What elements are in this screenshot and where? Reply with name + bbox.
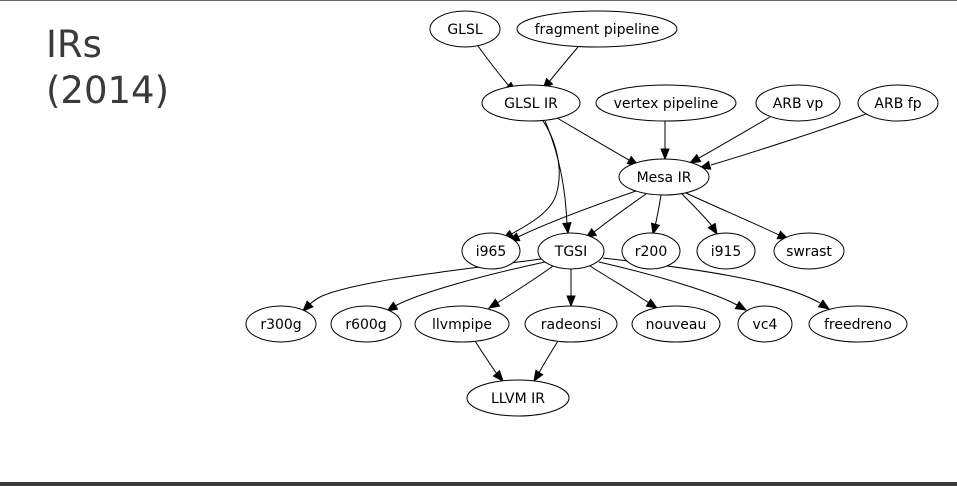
node-i965: i965 [461,232,521,270]
edge-line [496,265,554,304]
edge-line [589,265,650,304]
node-vertex-pipeline: vertex pipeline [595,84,737,122]
node-glsl-ir: GLSL IR [481,84,581,122]
node-nouveau-label: nouveau [646,317,707,333]
edge-line [538,340,559,374]
edge-tgsi-to-r600g [385,261,546,312]
node-vc4-label: vc4 [753,317,778,333]
edge-line [598,261,738,306]
node-r200: r200 [621,232,681,270]
arrowhead [302,300,314,312]
edge-line [685,192,780,236]
node-vc4: vc4 [737,305,793,343]
arrowhead [660,148,670,161]
arrowhead [650,222,661,236]
node-fragment-pipeline: fragment pipeline [516,10,678,48]
edge-mesa-ir-to-r200 [650,194,662,236]
node-llvm-ir-label: LLVM IR [491,391,545,407]
node-glsl: GLSL [429,10,501,48]
node-i915: i915 [696,232,756,270]
edge-line [654,194,662,227]
node-mesa-ir-label: Mesa IR [637,170,692,186]
top-rule [0,0,957,1]
node-r300g: r300g [245,305,317,343]
node-tgsi-label: TGSI [554,244,587,260]
edge-llvmpipe-to-llvm-ir [474,340,504,383]
arrowhead [707,222,718,236]
edge-tgsi-to-radeonsi [566,269,576,308]
node-freedreno: freedreno [808,305,908,343]
edge-glsl-ir-to-mesa-ir [556,117,640,166]
slide-title-line-2: (2014) [46,69,170,112]
edge-glsl-to-glsl-ir [477,45,518,93]
node-i915-label: i915 [711,244,742,260]
node-r300g-label: r300g [260,317,301,333]
bottom-rule [0,482,957,486]
edge-fragment-pipeline-to-glsl-ir [542,46,579,91]
node-arb-fp-label: ARB fp [874,96,921,112]
node-radeonsi-label: radeonsi [541,317,601,333]
edge-vertex-pipeline-to-mesa-ir [660,121,670,161]
edge-arb-vp-to-mesa-ir [688,116,771,164]
node-r600g-label: r600g [345,317,386,333]
node-swrast: swrast [773,232,845,270]
node-arb-vp-label: ARB vp [773,96,824,112]
arrowhead [817,299,831,310]
node-mesa-ir: Mesa IR [618,158,710,196]
edge-mesa-ir-to-i915 [681,193,718,236]
node-swrast-label: swrast [786,244,832,260]
node-llvmpipe: llvmpipe [414,305,510,343]
node-r200-label: r200 [635,244,667,260]
node-glsl-label: GLSL [447,22,483,38]
edge-arb-fp-to-mesa-ir [698,113,867,170]
arrowhead [688,153,702,164]
edge-line [548,46,579,83]
edge-line [698,116,771,159]
edge-tgsi-to-llvmpipe [487,265,554,309]
edge-line [477,45,510,87]
node-arb-vp: ARB vp [755,84,841,122]
arrowhead [734,300,748,311]
edge-line [556,117,630,161]
arrowhead [492,369,504,383]
node-llvm-ir: LLVM IR [466,379,570,417]
node-radeonsi: radeonsi [524,305,618,343]
edge-line [710,113,867,166]
slide-title: IRs (2014) [46,22,266,114]
edge-tgsi-to-nouveau [589,265,659,309]
arrowhead [562,222,572,235]
edge-mesa-ir-to-tgsi [584,193,647,239]
slide-title-line-1: IRs [46,23,102,66]
node-i965-label: i965 [476,244,507,260]
node-nouveau: nouveau [631,305,721,343]
arrowhead [487,298,501,309]
edge-line [517,190,637,238]
node-glsl-ir-label: GLSL IR [504,96,558,112]
node-freedreno-label: freedreno [824,317,892,333]
edge-tgsi-to-vc4 [598,261,748,311]
edge-glsl-ir-to-tgsi [544,120,572,235]
node-tgsi: TGSI [537,232,605,270]
node-fragment-pipeline-label: fragment pipeline [535,22,660,38]
node-arb-fp: ARB fp [857,84,939,122]
node-vertex-pipeline-label: vertex pipeline [614,96,719,112]
edge-mesa-ir-to-swrast [685,192,790,240]
node-llvmpipe-label: llvmpipe [432,317,492,333]
arrowhead [385,301,399,312]
arrowhead [533,369,544,383]
edge-line [474,340,498,375]
arrowhead [566,295,576,308]
edge-line [593,193,647,233]
graph-edges [302,45,867,383]
edge-line [681,193,713,227]
edge-line [394,261,546,307]
edge-glsl-ir-to-i965 [501,120,560,240]
node-r600g: r600g [330,305,402,343]
edge-radeonsi-to-llvm-ir [533,340,559,383]
arrowhead [645,298,659,309]
edge-line [544,120,568,225]
